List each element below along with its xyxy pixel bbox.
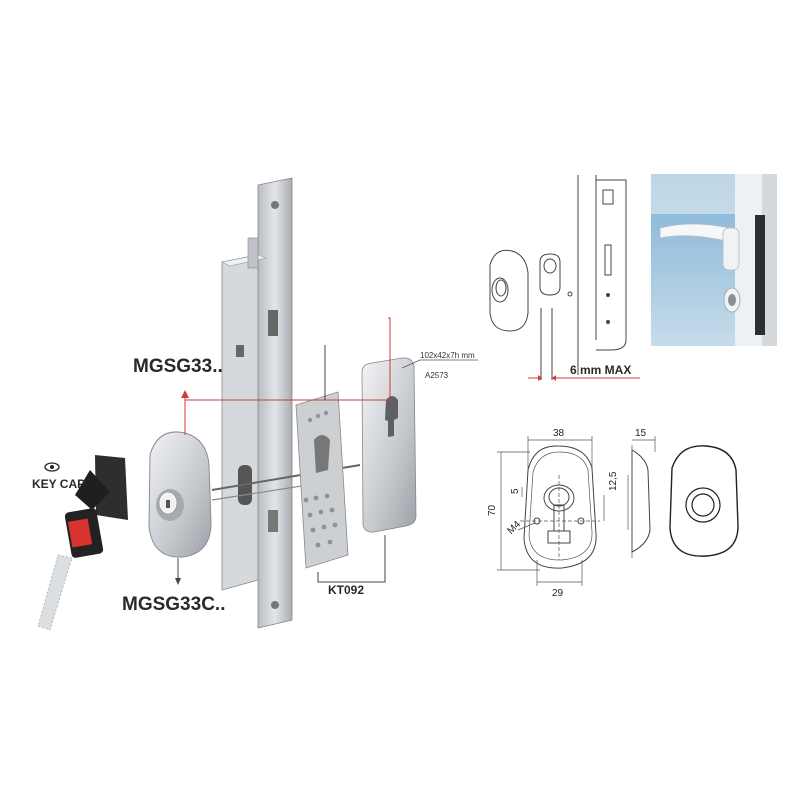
mortise-lock [221, 177, 293, 629]
door-photo [651, 174, 777, 346]
key-cap-label: KEY CAP [32, 477, 85, 491]
mgsg33c-label: MGSG33C.. [122, 594, 225, 615]
dim-offset-12-5: 12,5 [608, 471, 619, 491]
plate-size-label: 102x42x7h mm [420, 351, 475, 360]
install-sketch [489, 175, 640, 381]
kt092-plate [295, 391, 349, 569]
kt092-label: KT092 [328, 583, 364, 597]
oval-escutcheon [148, 431, 212, 558]
dim-thread: M4 [506, 519, 524, 537]
escutcheon-plate [361, 357, 417, 533]
dim-width-top: 38 [553, 428, 565, 439]
max-gap-label: 6 mm MAX [570, 363, 631, 377]
side-view-drawing [627, 436, 656, 558]
back-view-render [669, 445, 739, 557]
key-cap [37, 455, 128, 631]
dim-depth: 15 [635, 428, 647, 439]
mgsg33-label: MGSG33.. [133, 356, 223, 377]
plate-code-label: A2573 [425, 371, 449, 380]
dim-offset-5: 5 [510, 488, 521, 494]
dim-width-bottom: 29 [552, 588, 564, 599]
dim-height: 70 [487, 504, 498, 516]
front-view-drawing [497, 436, 605, 586]
eye-icon [44, 462, 60, 472]
